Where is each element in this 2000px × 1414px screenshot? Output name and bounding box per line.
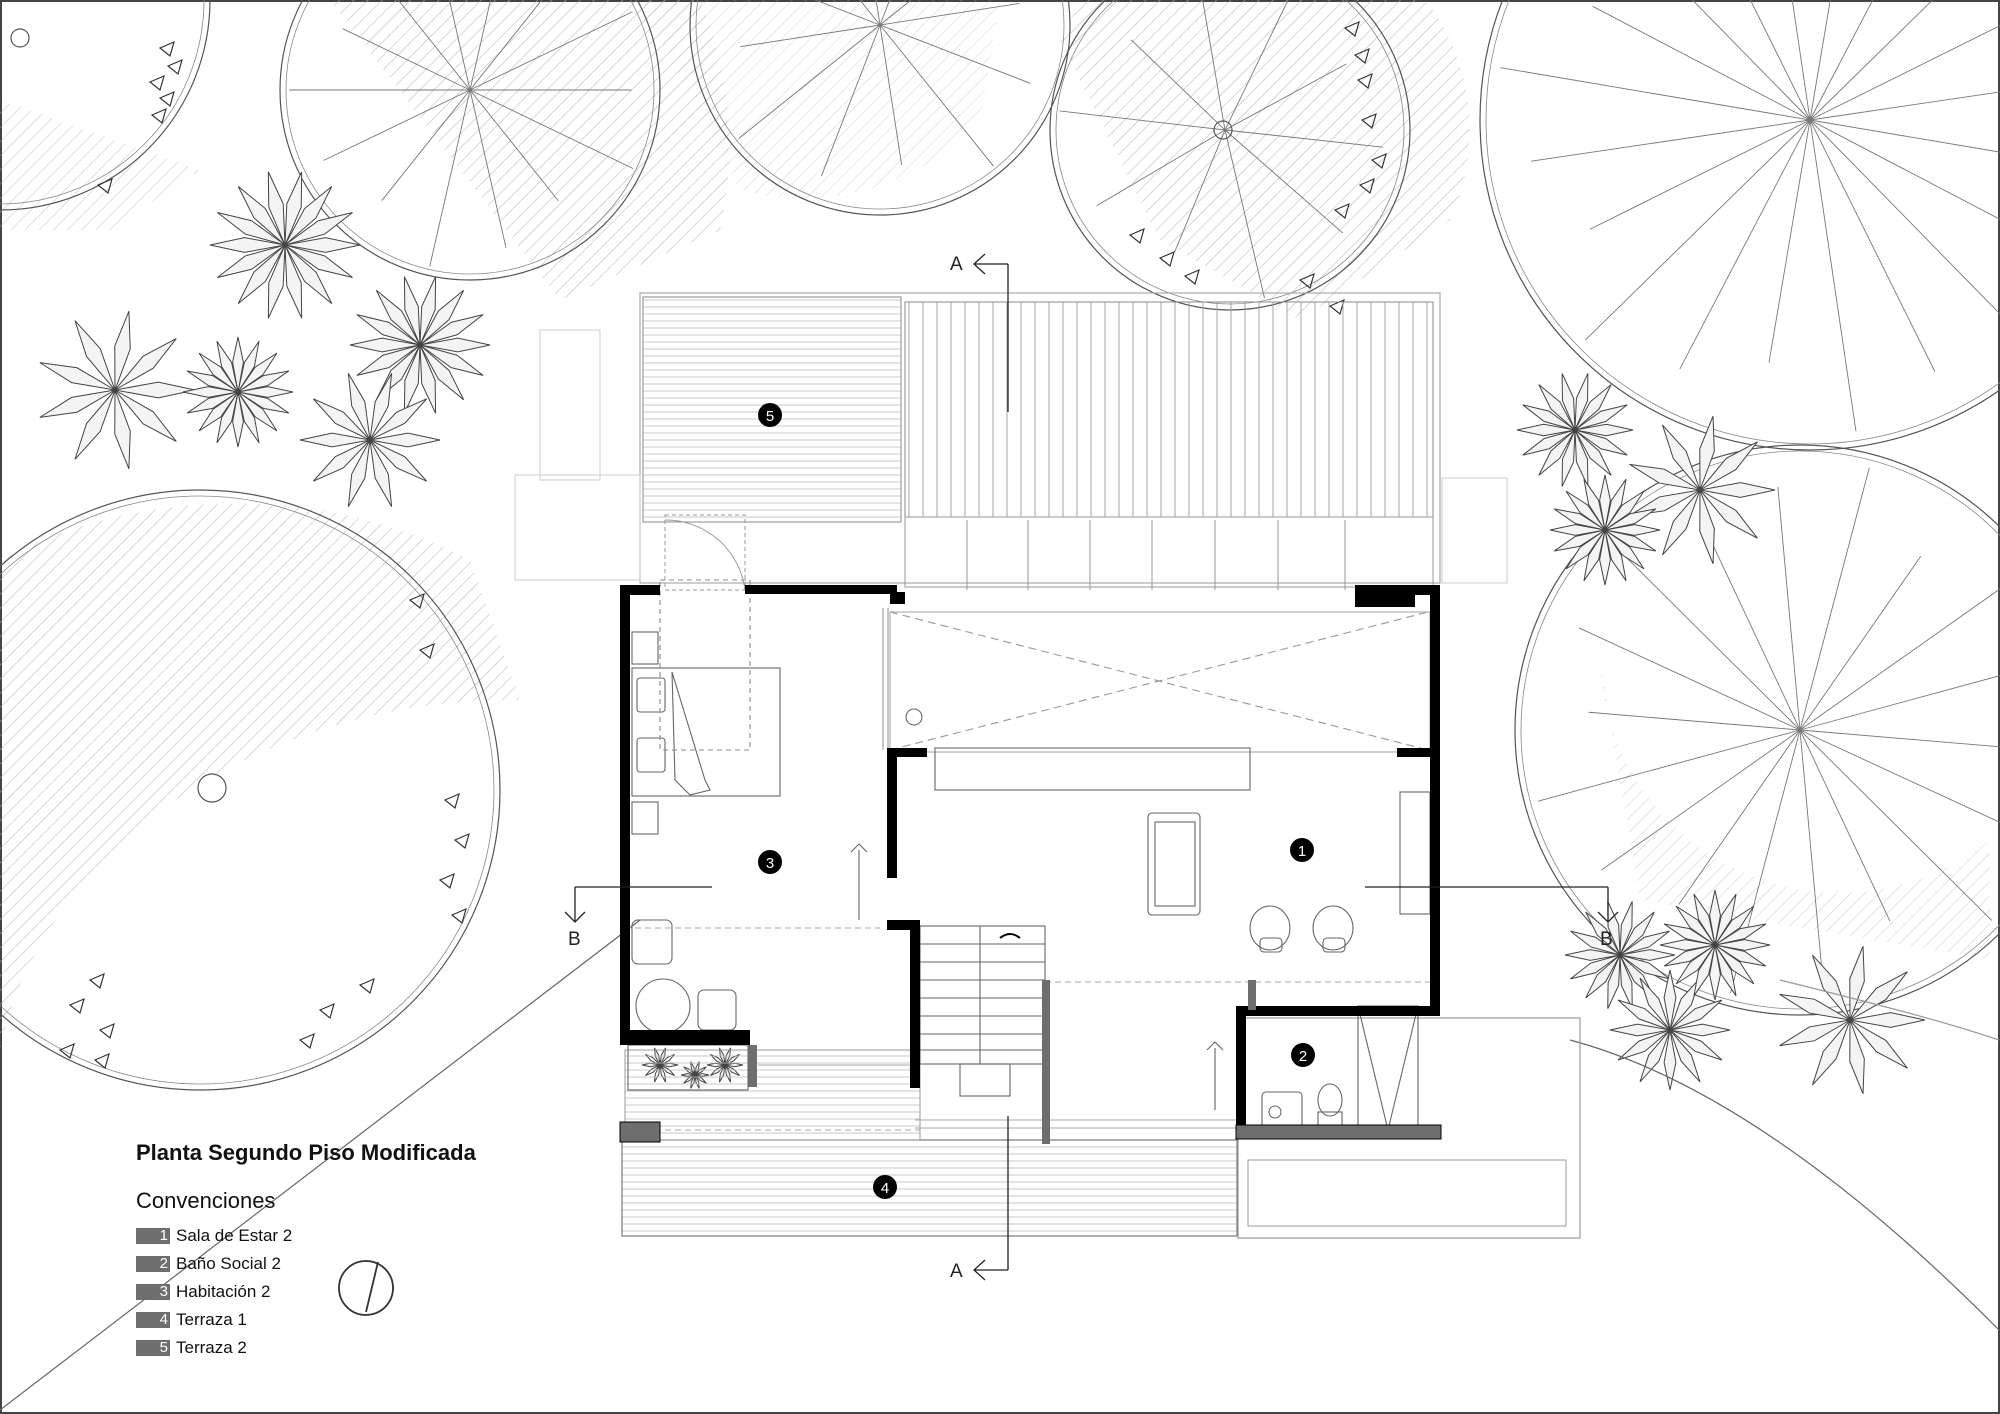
triangle-marker (1356, 72, 1373, 90)
trees (0, 0, 2000, 1091)
section-lines (564, 253, 1619, 1281)
legend-label: Terraza 1 (176, 1310, 247, 1329)
triangle-marker (298, 1032, 315, 1050)
interior-lines (625, 579, 1431, 1133)
svg-text:2: 2 (1299, 1048, 1307, 1065)
triangle-marker (148, 74, 165, 92)
triangle-marker (438, 872, 455, 890)
legend-label: Habitación 2 (176, 1282, 271, 1301)
triangle-marker (1360, 112, 1377, 130)
triangle-marker (358, 977, 375, 995)
triangle-marker (158, 40, 175, 58)
legend-number: 2 (136, 1256, 170, 1272)
triangle-marker (1370, 152, 1387, 170)
svg-text:5: 5 (766, 408, 774, 425)
shrubs (39, 171, 1926, 1095)
site-lines (0, 919, 2000, 1411)
shrub (39, 311, 196, 469)
room-marker-4: 4 (873, 1175, 897, 1199)
triangle-marker (1158, 250, 1175, 268)
north-arrow-icon (338, 1260, 394, 1316)
section-label-b-left: B (568, 929, 581, 950)
upper-deck (514, 292, 1508, 591)
legend-label: Baño Social 2 (176, 1254, 281, 1273)
legend-label: Sala de Estar 2 (176, 1226, 293, 1245)
triangle-marker (1343, 20, 1360, 38)
legend-number: 1 (136, 1228, 170, 1244)
room-marker-2: 2 (1291, 1043, 1315, 1067)
legend-number: 5 (136, 1340, 170, 1356)
room-marker-1: 1 (1290, 838, 1314, 862)
section-label-b-right: B (1600, 929, 1613, 950)
triangle-marker (96, 177, 113, 195)
shrub (1516, 373, 1634, 487)
triangle-marker (88, 972, 105, 990)
tree-canopy (1514, 444, 2000, 1016)
triangle-marker (93, 1052, 110, 1070)
triangle-marker (418, 642, 435, 660)
shrub (1549, 474, 1661, 586)
triangle-marker (150, 107, 167, 125)
legend-heading: Convenciones (136, 1188, 276, 1213)
tree-canopy (1049, 0, 1411, 311)
svg-text:4: 4 (881, 1180, 889, 1197)
shrub (349, 276, 491, 414)
shrub (1609, 969, 1731, 1091)
plan-title: Planta Segundo Piso Modificada (136, 1140, 476, 1165)
triangle-marker (58, 1042, 75, 1060)
tree-canopy (279, 0, 661, 281)
triangle-marker (1358, 177, 1375, 195)
legend-number: 4 (136, 1312, 170, 1328)
section-label-a-top: A (950, 254, 963, 275)
triangle-marker (318, 1002, 335, 1020)
triangle-marker (443, 792, 460, 810)
triangle-marker (453, 832, 470, 850)
tree-canopy (1479, 0, 2000, 451)
triangle-marker (68, 997, 85, 1015)
legend-label: Terraza 2 (176, 1338, 247, 1357)
triangle-marker (1128, 227, 1145, 245)
room-marker-5: 5 (758, 403, 782, 427)
triangle-markers (58, 20, 1387, 1070)
triangle-marker (1333, 202, 1350, 220)
triangle-marker (408, 592, 425, 610)
triangle-marker (1183, 268, 1200, 286)
triangle-marker (450, 907, 467, 925)
shrub (1659, 889, 1771, 1001)
shrub (1629, 415, 1776, 565)
shrub (1779, 945, 1926, 1095)
shrub (1564, 901, 1676, 1009)
room-marker-3: 3 (758, 850, 782, 874)
section-label-a-bottom: A (950, 1261, 963, 1282)
tree-shadows (0, 0, 1990, 1050)
triangle-marker (158, 90, 175, 108)
legend-number: 3 (136, 1284, 170, 1300)
tree-canopy (0, 489, 501, 1091)
shrub (182, 336, 294, 448)
triangle-marker (98, 1022, 115, 1040)
svg-text:1: 1 (1298, 843, 1306, 860)
shrub (209, 171, 361, 319)
triangle-marker (166, 58, 183, 76)
tree-canopy (689, 0, 1071, 216)
triangle-marker (1353, 47, 1370, 65)
walls (619, 585, 1442, 1144)
triangle-marker (1298, 272, 1315, 290)
svg-text:3: 3 (766, 855, 774, 872)
shrub (299, 373, 441, 507)
